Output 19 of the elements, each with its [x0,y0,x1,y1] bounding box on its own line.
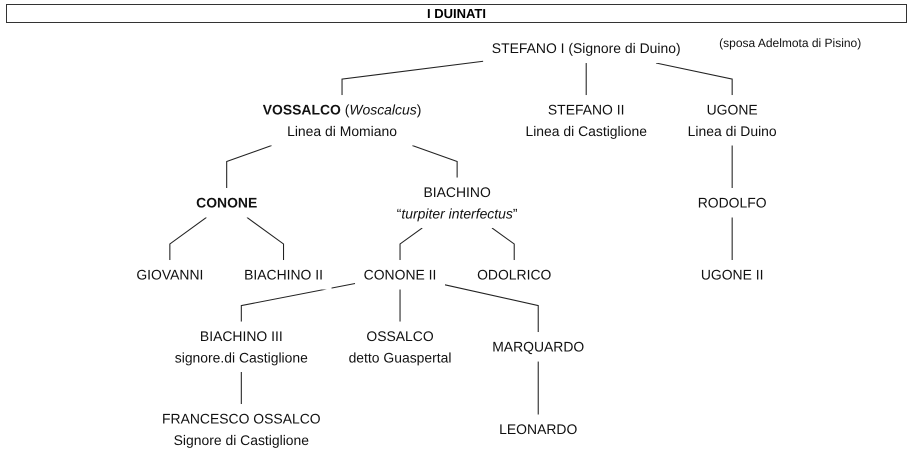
title-banner: I DUINATI [6,4,907,23]
connector-line [586,63,587,96]
connector-line [412,144,458,178]
connector-line [169,217,207,260]
connector-line [400,228,423,260]
connector-line [342,60,484,96]
connector-line [538,362,539,415]
note-text: (sposa Adelmota di Pisino) [719,36,862,50]
connector-line [492,228,515,260]
connector-line [732,145,733,188]
connector-line [240,282,356,322]
connector-line [240,372,242,404]
connector-line [246,217,284,260]
connector-line [656,62,733,96]
connector-line [226,144,272,188]
person-name: CONONE II [355,260,445,290]
connector-line [400,290,401,322]
connector-line [732,218,733,260]
connector-line [444,284,539,332]
